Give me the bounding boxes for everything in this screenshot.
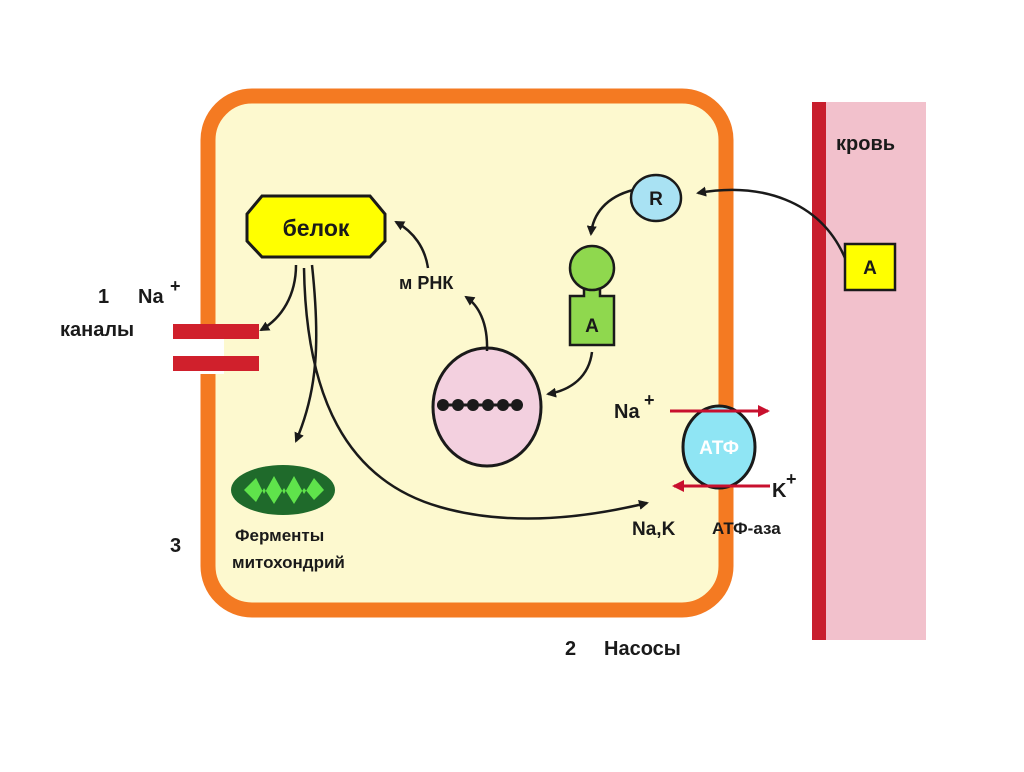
arrow-protein-to-pump (302, 267, 649, 520)
hormone-cell-label: A (585, 316, 599, 337)
dna-bead (452, 399, 464, 411)
arrow-mrna-to-protein (394, 220, 430, 269)
hormone-receptor-complex: A (568, 244, 616, 347)
channels-label: каналы (60, 319, 134, 341)
na-channels (173, 324, 259, 374)
arrow-complex-to-nucleus (546, 351, 594, 398)
blood-vessel: кровь (812, 102, 926, 640)
channel-bar-top (173, 324, 259, 339)
arrow-nucleus-to-mrna (464, 295, 489, 352)
dna-bead (482, 399, 494, 411)
channels-ion: Na (138, 286, 164, 308)
channels-number: 1 (98, 286, 109, 308)
pumps-label: Насосы (604, 638, 681, 660)
pump-atpase: АТФ-аза (712, 519, 781, 538)
channel-bar-bottom (173, 356, 259, 371)
protein-box: белок (245, 194, 387, 259)
arrow-hormone-to-receptor (696, 186, 847, 259)
mrna-label: м РНК (399, 273, 454, 293)
mito-cristae (244, 476, 324, 504)
blood-label: кровь (836, 133, 895, 155)
pumps-number: 2 (565, 638, 576, 660)
receptor-label: R (649, 189, 663, 210)
channels-ion-sup: + (170, 276, 181, 296)
pump-k-sup: + (786, 469, 797, 489)
protein-label: белок (283, 215, 350, 241)
pump-na-sup: + (644, 390, 655, 410)
mito-number: 3 (170, 535, 181, 557)
pump-k: K (772, 480, 787, 502)
dna-bead (511, 399, 523, 411)
receptor: R (629, 173, 683, 223)
mito-label-line1: Ферменты (235, 526, 324, 545)
atp-pump: АТФ (670, 404, 770, 492)
nucleus (431, 346, 543, 468)
arrow-receptor-to-complex (586, 188, 634, 236)
pump-nak: Na,K (632, 519, 676, 540)
hormone-blood: A (843, 242, 897, 292)
dna-bead (497, 399, 509, 411)
mito-label-line2: митохондрий (232, 553, 345, 572)
mitochondrion (231, 465, 335, 515)
dna-bead (437, 399, 449, 411)
pathway-arrows (259, 186, 847, 520)
hormone-blood-label: A (863, 258, 877, 279)
vessel-wall (812, 102, 826, 640)
pump-na: Na (614, 401, 640, 423)
atp-label: АТФ (699, 438, 739, 459)
dna-bead (467, 399, 479, 411)
arrow-protein-to-channels (259, 264, 298, 332)
